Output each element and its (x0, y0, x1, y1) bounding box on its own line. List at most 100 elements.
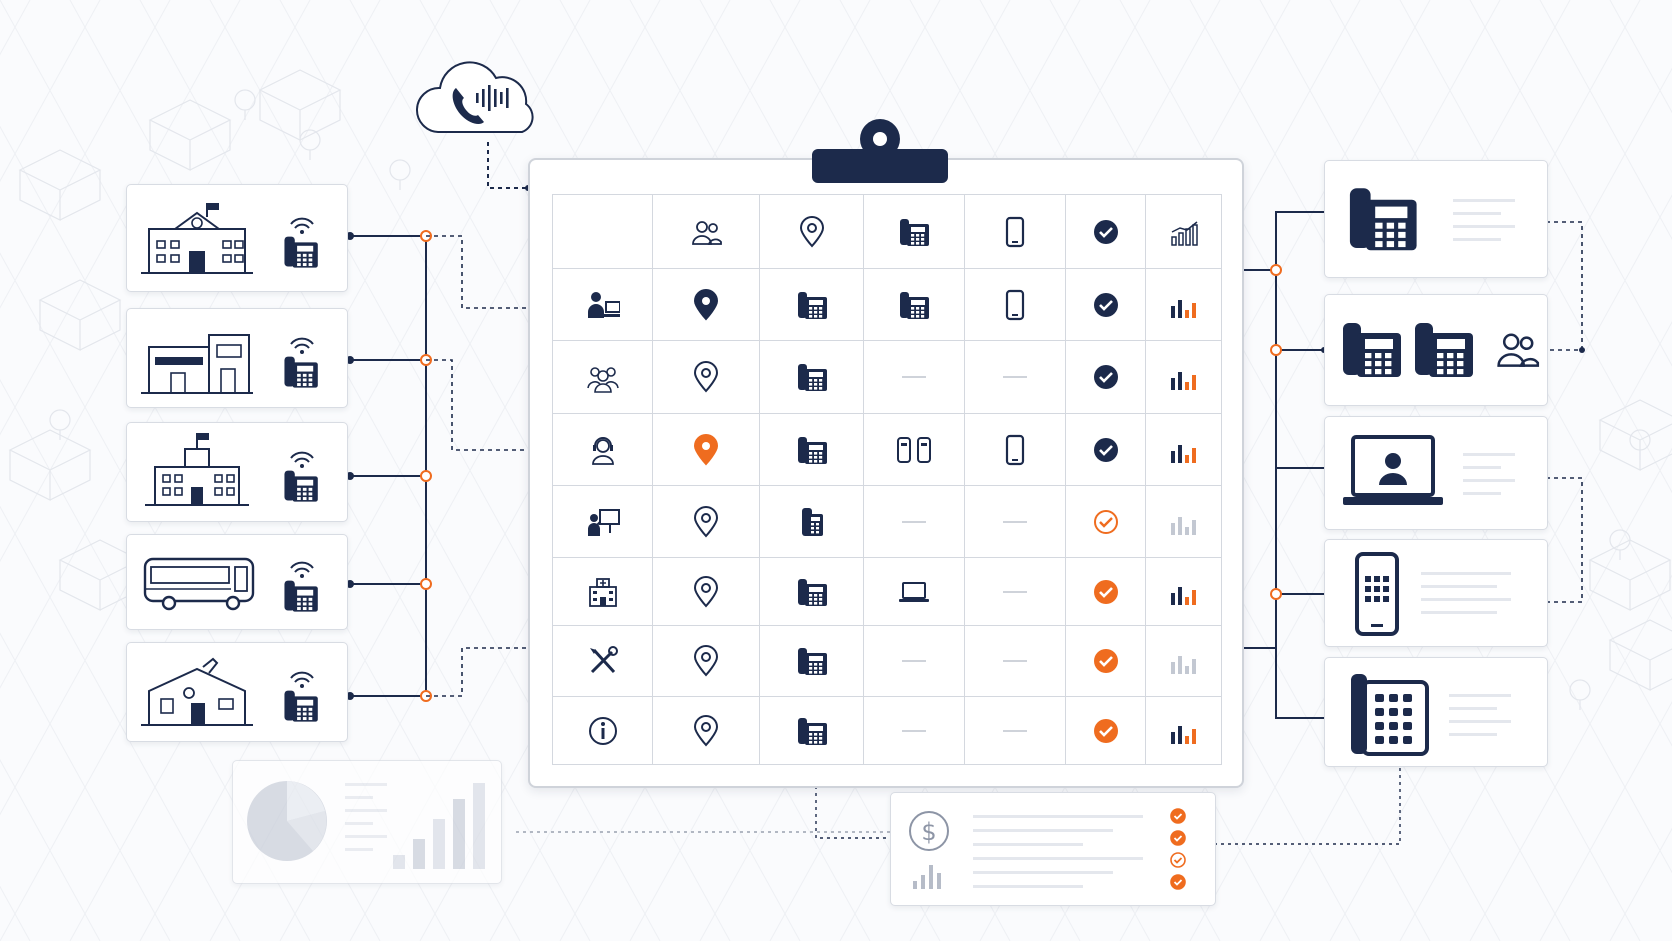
row-usage-cell (1146, 558, 1222, 626)
status-check-icon (1093, 509, 1118, 534)
empty-dash (902, 660, 926, 662)
row-phone-cell (760, 486, 864, 558)
cordless-phone-icon (801, 507, 823, 536)
tools-icon (589, 646, 618, 674)
row-phone-cell (760, 414, 864, 486)
desk-phone-icon (900, 291, 929, 319)
signal-bars-icon (1170, 220, 1198, 246)
row-status-cell (1066, 626, 1146, 697)
status-check-icon (1093, 649, 1118, 673)
desk-phone-icon (284, 580, 318, 612)
row-role-cell (553, 558, 653, 626)
check-circle-icon (1093, 219, 1118, 244)
mobile-phone-icon (1005, 434, 1025, 465)
wifi-icon (290, 451, 314, 468)
svg-text:$: $ (921, 818, 936, 846)
location-pin-icon (693, 714, 719, 746)
desk-phone-icon (797, 648, 827, 675)
row-phone-cell (760, 626, 864, 697)
location-pin-icon (693, 645, 719, 677)
row-status-cell (1066, 341, 1146, 414)
matrix-corner-cell (553, 195, 653, 269)
row-phone-cell (760, 697, 864, 765)
users-icon (692, 220, 722, 245)
hospital-icon (588, 577, 617, 607)
ip-phone-icon (1351, 674, 1511, 756)
header-cell (653, 195, 760, 269)
row-role-cell (553, 486, 653, 558)
desk-phone-icon (797, 717, 827, 745)
status-check-icon (1093, 718, 1118, 743)
signal-bars-icon (1170, 372, 1196, 390)
row-location-cell (653, 414, 760, 486)
row-usage-cell (1146, 486, 1222, 558)
header-cell (864, 195, 965, 269)
row-extra-cell (864, 414, 965, 486)
laptop-video-icon (1343, 435, 1515, 505)
wifi-icon (290, 337, 314, 354)
cloud-phone-icon (416, 61, 534, 133)
row-mobile-cell (965, 269, 1066, 341)
device-matrix (552, 194, 1222, 765)
row-mobile-cell (965, 341, 1066, 414)
desk-phone-icon (797, 291, 827, 319)
bus-icon (143, 557, 318, 612)
device-card (1324, 416, 1548, 530)
location-pin-icon (693, 361, 719, 393)
device-card (1324, 160, 1548, 278)
warehouse-icon (141, 657, 318, 726)
check-icon (1170, 874, 1186, 890)
row-extra-cell (864, 626, 965, 697)
row-role-cell (553, 269, 653, 341)
dollar-icon: $ (909, 811, 949, 851)
row-phone-cell (760, 341, 864, 414)
status-check-icon (1093, 292, 1118, 317)
row-usage-cell (1146, 341, 1222, 414)
signal-bars-icon (1170, 516, 1196, 535)
empty-dash (902, 376, 926, 378)
bar-chart-icon (393, 783, 485, 869)
smartphone-icon (1355, 552, 1511, 636)
row-status-cell (1066, 414, 1146, 486)
row-phone-cell (760, 269, 864, 341)
row-mobile-cell (965, 626, 1066, 697)
row-role-cell (553, 341, 653, 414)
desk-phone-icon (797, 436, 827, 464)
row-status-cell (1066, 558, 1146, 626)
row-mobile-cell (965, 414, 1066, 486)
town-hall-icon (145, 433, 318, 506)
site-card (126, 308, 348, 408)
check-icon (1170, 852, 1186, 868)
header-cell (760, 195, 864, 269)
row-location-cell (653, 558, 760, 626)
site-card (126, 642, 348, 742)
desk-phone-icon (284, 690, 318, 722)
desk-phone-icon (900, 218, 929, 246)
clipboard-clip-icon (812, 119, 948, 183)
row-usage-cell (1146, 697, 1222, 765)
multi-phone-group-icon (1343, 323, 1540, 377)
row-mobile-cell (965, 697, 1066, 765)
mini-bars-icon (913, 865, 941, 889)
row-phone-cell (760, 558, 864, 626)
presenter-icon (587, 508, 620, 536)
header-cell (1146, 195, 1222, 269)
row-location-cell (653, 269, 760, 341)
row-extra-cell (864, 486, 965, 558)
row-location-cell (653, 697, 760, 765)
signal-bars-icon (1170, 444, 1196, 463)
row-usage-cell (1146, 626, 1222, 697)
status-check-icon (1093, 579, 1118, 604)
site-card (126, 422, 348, 522)
status-check-icon (1093, 365, 1118, 389)
signal-bars-icon (1170, 299, 1196, 318)
wifi-icon (290, 217, 314, 234)
row-role-cell (553, 626, 653, 697)
signal-bars-icon (1170, 586, 1196, 605)
site-card (126, 184, 348, 292)
handsets-icon (897, 436, 931, 463)
desk-phone-icon (797, 578, 827, 606)
row-extra-cell (864, 558, 965, 626)
row-location-cell (653, 341, 760, 414)
row-usage-cell (1146, 414, 1222, 486)
